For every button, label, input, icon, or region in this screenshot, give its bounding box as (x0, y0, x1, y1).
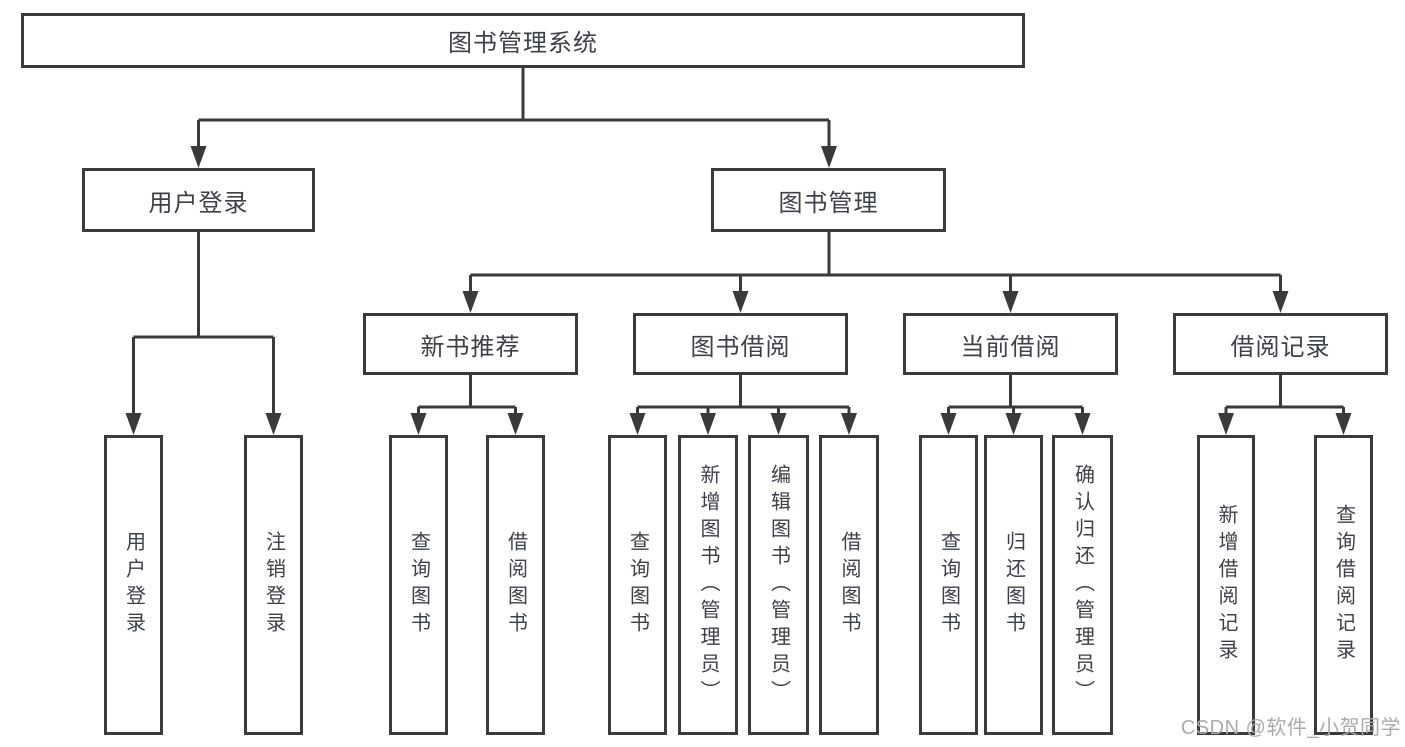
connector-borrow-records-to-leaves (1218, 375, 1352, 435)
connector-user-login-to-leaves (125, 232, 282, 435)
leaf-br-add-record: 新增借阅记录 (1197, 435, 1255, 735)
node-book-mgmt-label: 图书管理 (778, 189, 879, 217)
leaf-cb-confirm-return-admin-label: 确认归还（管理员） (1071, 463, 1094, 707)
watermark: CSDN @软件_小贺同学 (1180, 717, 1401, 739)
node-current-borrow: 当前借阅 (903, 313, 1118, 375)
node-user-login: 用户登录 (82, 168, 315, 232)
leaf-bb-edit-books-admin: 编辑图书（管理员） (748, 435, 809, 735)
leaf-nbr-borrow-books-label: 借阅图书 (504, 531, 527, 639)
leaf-user-login-label: 用户登录 (122, 531, 145, 639)
leaf-br-query-record-label: 查询借阅记录 (1332, 504, 1355, 666)
leaf-cb-query-books: 查询图书 (919, 435, 978, 735)
connector-root-to-level2 (190, 68, 837, 168)
node-book-mgmt: 图书管理 (711, 168, 946, 232)
leaf-bb-edit-books-admin-label: 编辑图书（管理员） (767, 463, 790, 707)
node-root-label: 图书管理系统 (448, 30, 598, 57)
leaf-nbr-query-books-label: 查询图书 (407, 531, 430, 639)
leaf-bb-query-books: 查询图书 (608, 435, 667, 735)
leaf-logout: 注销登录 (244, 435, 303, 735)
node-user-login-label: 用户登录 (148, 189, 249, 217)
leaf-bb-add-books-admin-label: 新增图书（管理员） (697, 463, 719, 707)
leaf-bb-add-books-admin: 新增图书（管理员） (678, 435, 738, 735)
leaf-cb-confirm-return-admin: 确认归还（管理员） (1052, 435, 1113, 735)
leaf-cb-return-books: 归还图书 (984, 435, 1043, 735)
leaf-bb-query-books-label: 查询图书 (626, 531, 649, 639)
leaf-cb-return-books-label: 归还图书 (1002, 531, 1025, 639)
leaf-user-login: 用户登录 (104, 435, 163, 735)
connector-current-borrow-to-leaves (940, 375, 1091, 435)
leaf-nbr-borrow-books: 借阅图书 (486, 435, 545, 735)
leaf-cb-query-books-label: 查询图书 (937, 531, 960, 639)
leaf-bb-borrow-books-label: 借阅图书 (838, 531, 860, 639)
leaf-nbr-query-books: 查询图书 (389, 435, 448, 735)
connector-book-borrow-to-leaves (629, 375, 857, 435)
node-current-borrow-label: 当前借阅 (960, 333, 1061, 361)
leaf-br-query-record: 查询借阅记录 (1314, 435, 1373, 735)
connector-book-mgmt-to-level3 (462, 232, 1289, 313)
node-borrow-records-label: 借阅记录 (1230, 333, 1331, 361)
leaf-logout-label: 注销登录 (262, 531, 285, 639)
node-root: 图书管理系统 (21, 13, 1025, 68)
leaf-br-add-record-label: 新增借阅记录 (1215, 504, 1237, 666)
node-book-borrow: 图书借阅 (633, 313, 848, 375)
leaf-bb-borrow-books: 借阅图书 (819, 435, 879, 735)
connector-new-book-rec-to-leaves (410, 375, 524, 435)
node-borrow-records: 借阅记录 (1173, 313, 1388, 375)
node-new-book-rec: 新书推荐 (363, 313, 578, 375)
node-new-book-rec-label: 新书推荐 (420, 333, 521, 361)
node-book-borrow-label: 图书借阅 (690, 333, 791, 361)
